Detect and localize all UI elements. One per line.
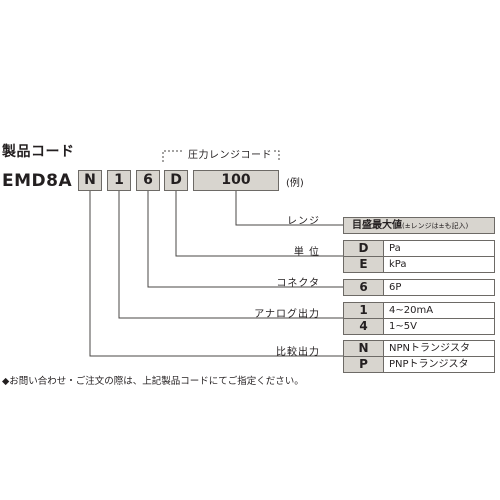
comparison-line [89,191,343,357]
code-box-connector: 6 [136,170,160,191]
analog-code-1: 1 [343,302,384,319]
code-box-unit: D [164,170,188,191]
connector-section-label: コネクタ [276,278,320,289]
connector-code-6: 6 [343,279,384,296]
range-note: (±レンジは±も記入) [402,222,469,230]
page-title: 製品コード [2,144,75,160]
comparison-section-label: 比較出力 [276,347,320,358]
comparison-desc-npn: NPNトランジスタ [384,340,495,357]
connector-desc-6p: 6P [384,279,495,296]
example-label: (例) [286,178,304,189]
comparison-code-n: N [343,340,384,357]
model-prefix: EMD8A [2,171,73,191]
range-value-cell: 目盛最大値(±レンジは±も記入) [343,217,495,234]
code-box-comparison: N [78,170,102,191]
unit-code-e: E [343,256,384,273]
range-value: 目盛最大値 [352,220,402,231]
unit-desc-kpa: kPa [384,256,495,273]
code-box-analog: 1 [107,170,131,191]
analog-section-label: アナログ出力 [254,309,320,320]
connector-line [147,191,343,288]
unit-line [175,191,343,257]
range-line [235,191,343,226]
footer-note: ◆お問い合わせ・ご注文の際は、上記製品コードにてご指定ください。 [2,376,304,387]
analog-line [118,191,343,319]
unit-code-d: D [343,240,384,257]
analog-desc-current: 4~20mA [384,302,495,319]
comparison-code-p: P [343,356,384,373]
range-section-label: レンジ [287,216,320,227]
analog-desc-voltage: 1~5V [384,318,495,335]
unit-desc-pa: Pa [384,240,495,257]
range-code-label: 圧力レンジコード [186,146,274,161]
unit-section-label: 単 位 [293,247,320,258]
comparison-desc-pnp: PNPトランジスタ [384,356,495,373]
code-box-range: 100 [193,170,279,191]
analog-code-4: 4 [343,318,384,335]
